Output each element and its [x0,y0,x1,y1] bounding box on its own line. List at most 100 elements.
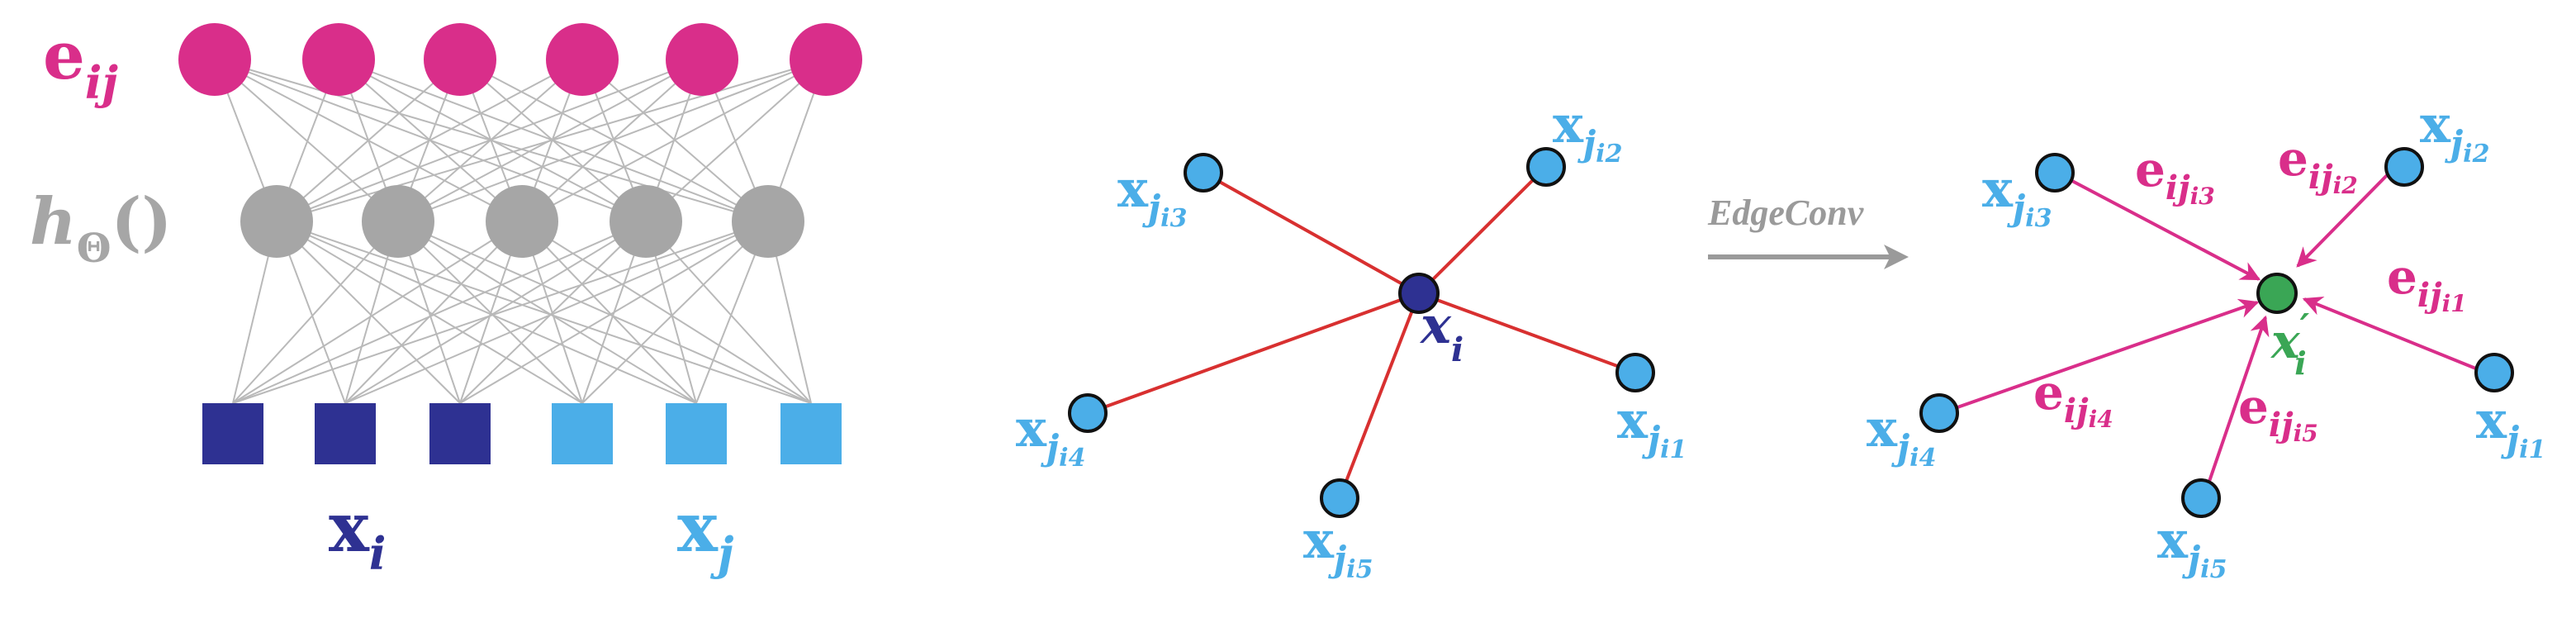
edge-feature-node-1 [178,23,251,96]
knn-edges [1087,165,1636,499]
neighbor-node-i1 [2474,353,2514,392]
neighbor-label-i3: xji3 [1117,159,1187,233]
mlp-edge-mid-0-bottom-2 [276,221,461,404]
neighbor-node-i1 [1615,353,1655,392]
arrow-i2 [2296,165,2397,268]
neighbor-node-i5 [2181,478,2221,518]
label-main: x [2420,94,2451,154]
edge-sub: ij [2308,158,2333,197]
neighbor-label-i2: xji2 [1553,94,1622,169]
neighbor-label-i5: xji5 [2157,510,2227,584]
center-node-xi-prime [2256,273,2298,314]
mlp-edge-mid-2-bottom-4 [521,221,697,404]
arrow-i1 [2302,296,2487,374]
edgeconv-transition: EdgeConv [1707,193,1909,269]
edge-i4 [1087,292,1420,415]
label-main: x [2476,390,2507,450]
h-sub: Θ [77,226,111,272]
edge-i5 [1338,292,1421,499]
mlp-edge-top-3-mid-0 [276,59,583,222]
neighbor-label-i5: xji5 [1303,510,1373,584]
xi-feature-square-3 [429,403,491,464]
label-subsub: i2 [1596,140,1622,169]
directed-edges [1940,165,2487,499]
label-subsub: i4 [1059,444,1085,473]
neighbor-label-i1: xji1 [2476,390,2545,464]
label-main: x [1553,94,1584,154]
xj-label: xj [677,488,734,580]
xj-feature-square-4 [552,403,613,464]
input-feature-squares [202,403,842,464]
mlp-edge-mid-1-bottom-4 [397,221,697,404]
hidden-node-4 [610,185,682,258]
mlp-edge-mid-4-bottom-0 [232,221,769,404]
hidden-layer-nodes [240,185,804,258]
center-main: x [2270,313,2301,369]
label-subsub: i1 [1660,435,1686,464]
xi-label: xi [329,488,386,580]
xi-feature-square-2 [315,403,376,464]
knn-graph-panel: xi xji2 xji3 xji1 xji4 xji5 [1016,94,1686,584]
xi-feature-square-1 [202,403,263,464]
edge-subsub: i2 [2333,172,2358,199]
label-main: x [2157,510,2189,570]
edge-sub: ij [2269,406,2294,444]
edge-i3 [1203,171,1420,295]
label-main: x [1117,159,1149,219]
edge-main: e [2387,249,2417,305]
label-subsub: i3 [1160,204,1187,233]
mlp-edge-mid-4-bottom-3 [581,221,769,404]
center-prime: ′ [2300,307,2310,349]
mlp-edge-top-5-mid-1 [397,59,827,222]
xi-sub: i [369,527,387,580]
label-main: x [1867,398,1898,459]
center-sub: i [2294,345,2306,382]
edge-subsub: i5 [2294,420,2318,447]
mlp-edge-mid-2-bottom-0 [232,221,523,404]
mlp-edge-mid-3-bottom-2 [459,221,647,404]
hidden-node-5 [732,185,804,258]
neighbor-label-i1: xji1 [1617,390,1686,464]
neighbor-node-i3 [2035,153,2075,193]
mlp-edge-mid-1-bottom-0 [232,221,399,404]
mlp-edge-top-5-mid-3 [645,59,827,222]
neighbor-node-i5 [1320,478,1359,518]
label-main: x [1016,398,1047,459]
edge-main: e [2278,131,2308,187]
mlp-edge-top-2-mid-0 [276,59,461,222]
edge-main: e [2238,378,2269,435]
mlp-edge-mid-4-bottom-1 [344,221,769,404]
mlp-edge-mid-2-bottom-5 [521,221,812,404]
mlp-edge-top-0-mid-1 [214,59,399,222]
mlp-edge-top-5-mid-0 [276,59,827,222]
mlp-edge-mid-0-bottom-4 [276,221,697,404]
edge-sub: ij [2166,169,2190,207]
xj-main: x [677,488,719,568]
edge-sub: ij [2064,392,2089,430]
mlp-edge-top-4-mid-0 [276,59,703,222]
label-subsub: i3 [2025,204,2052,233]
edge-sub: ij [2417,276,2442,315]
label-subsub: i2 [2463,140,2489,169]
edge-feature-node-4 [546,23,619,96]
label-main: x [1617,390,1649,450]
h-suffix: () [111,184,173,259]
neighbor-label-i3: xji3 [1982,159,2052,233]
center-label-xi-prime: x′i [2270,307,2310,382]
xi-main: x [329,488,370,568]
edge-feature-node-2 [302,23,375,96]
arrow-i5 [2202,315,2270,499]
neighbor-node-i3 [1184,153,1223,193]
h-main: h [30,184,77,259]
mlp-edge-mid-3-bottom-1 [344,221,647,404]
edge-label-i2: eiji2 [2278,131,2358,199]
mlp-edge-top-1-mid-3 [338,59,647,222]
eij-main: e [43,17,85,94]
hidden-node-1 [240,185,313,258]
label-main: x [1982,159,2014,219]
edge-i2 [1417,165,1548,295]
eij-sub: ij [85,56,119,109]
edge-label-i4: eiji4 [2033,364,2113,433]
mlp-edge-mid-0-bottom-5 [276,221,812,404]
